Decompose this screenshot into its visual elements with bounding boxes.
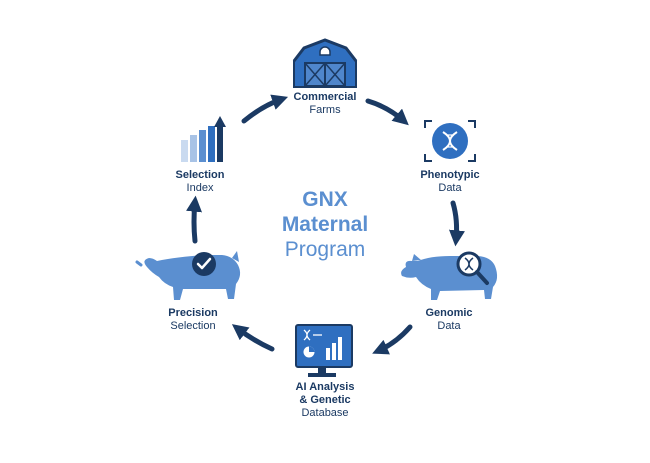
ai-analysis-label: AI Analysis & Genetic Database xyxy=(270,381,380,420)
pig-magnifier-icon xyxy=(401,251,498,300)
selection-index-label: Selection Index xyxy=(155,169,245,195)
selection-title: Selection xyxy=(175,169,225,181)
ai-title-line2: & Genetic xyxy=(299,394,351,406)
phenotypic-title: Phenotypic xyxy=(420,169,480,181)
selection-subtitle: Index xyxy=(186,182,214,194)
precision-selection-label: Precision Selection xyxy=(148,307,238,333)
commercial-title: Commercial xyxy=(293,91,357,103)
phenotypic-subtitle: Data xyxy=(438,182,462,194)
center-title-line3: Program xyxy=(284,238,366,261)
genomic-data-label: Genomic Data xyxy=(404,307,494,333)
arrow-ai-to-precision xyxy=(231,324,275,352)
pig-checkmark-icon xyxy=(135,251,241,300)
precision-title: Precision xyxy=(168,307,218,319)
precision-subtitle: Selection xyxy=(170,320,216,332)
arrow-phenotypic-to-genomic xyxy=(448,200,465,247)
center-title: GNX Maternal Program xyxy=(250,187,400,262)
center-title-line2: Maternal xyxy=(281,213,369,236)
computer-chart-icon xyxy=(295,324,353,377)
ai-subtitle: Database xyxy=(301,407,349,419)
arrow-commercial-to-phenotypic xyxy=(365,98,409,126)
arrow-precision-to-selection xyxy=(186,195,203,244)
genomic-title: Genomic xyxy=(425,307,473,319)
genomic-subtitle: Data xyxy=(437,320,461,332)
commercial-subtitle: Farms xyxy=(309,104,341,116)
ai-title-line1: AI Analysis xyxy=(295,381,355,393)
dna-scan-icon xyxy=(424,120,476,162)
commercial-farms-label: Commercial Farms xyxy=(280,91,370,117)
arrow-selection-to-commercial xyxy=(241,94,289,124)
barn-icon xyxy=(292,38,358,88)
phenotypic-data-label: Phenotypic Data xyxy=(405,169,495,195)
arrow-genomic-to-ai xyxy=(372,324,413,355)
bar-chart-up-icon xyxy=(181,116,226,162)
center-title-line1: GNX xyxy=(302,188,348,211)
